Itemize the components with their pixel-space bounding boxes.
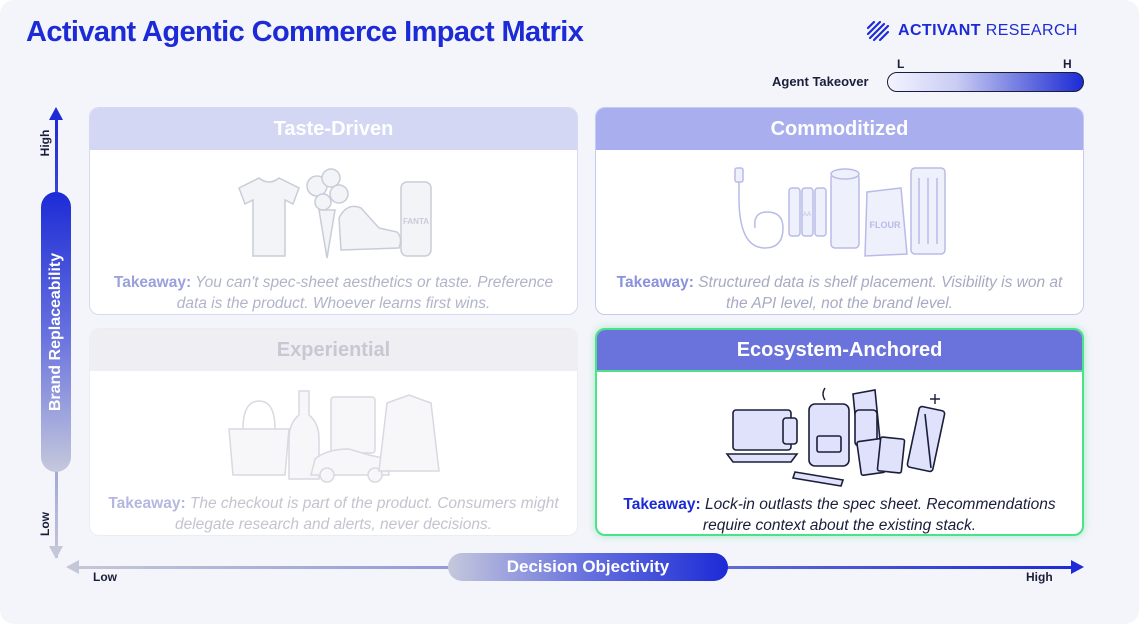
jacket-icon [377, 394, 440, 472]
experiential-illustration [90, 379, 577, 489]
x-axis-high-label: High [1026, 570, 1053, 584]
sparkle-icon [821, 387, 940, 404]
handbag-icon [227, 400, 290, 476]
laptop-icon [724, 409, 799, 463]
y-axis-arrow-down-icon [49, 546, 63, 559]
quadrant-title: Commoditized [596, 108, 1083, 150]
trading-cards-icon [855, 436, 905, 477]
quadrant-commoditized: Commoditized FLOUR AA [595, 107, 1084, 315]
taste-illustration: FANTA [90, 158, 577, 268]
soda-can-icon [399, 181, 432, 257]
brand-logo: ACTIVANT RESEARCH [866, 20, 1078, 42]
champagne-icon [287, 390, 320, 480]
commodity-products-icon: FLOUR AA [733, 167, 946, 257]
paper-towel-icon [829, 168, 860, 249]
flour-bag-icon [863, 187, 908, 257]
y-axis-low-label: Low [38, 512, 52, 536]
takeover-gradient-scale [887, 72, 1084, 92]
battery-label: AA [802, 212, 810, 218]
razor-icon [906, 405, 945, 473]
x-axis-arrow-left-icon [66, 560, 79, 574]
phone-icon [781, 417, 798, 445]
sneaker-icon [337, 205, 401, 251]
quadrant-experiential: Experiential Takeaway: The checkout is p… [89, 328, 578, 536]
coffee-machine-icon [807, 403, 850, 467]
flour-label: FLOUR [869, 220, 900, 230]
quadrant-takeaway: Takeaway: Lock-in outlasts the spec shee… [623, 496, 1056, 534]
y-axis-label-pill [41, 192, 71, 472]
quadrant-title: Experiential [90, 329, 577, 371]
x-axis-label: Decision Objectivity [448, 553, 728, 581]
cable-icon [737, 178, 784, 249]
quadrant-title: Taste-Driven [90, 108, 577, 150]
takeover-high-label: H [1063, 57, 1072, 71]
quadrant-ecosystem-anchored: Ecosystem-Anchored [595, 328, 1084, 536]
y-axis-label: Brand Replaceability [47, 252, 64, 412]
takeover-legend-label: Agent Takeover [772, 74, 869, 89]
taste-products-icon: FANTA [237, 168, 432, 259]
quadrant-title: Ecosystem-Anchored [597, 330, 1082, 372]
page-title: Activant Agentic Commerce Impact Matrix [26, 16, 584, 48]
can-label: FANTA [402, 217, 428, 226]
y-axis-arrow-up-icon [49, 107, 63, 120]
x-axis-low-label: Low [93, 570, 117, 584]
takeover-low-label: L [897, 57, 905, 71]
quadrant-taste-driven: Taste-Driven FANTA Takeaway: You can't s… [89, 107, 578, 315]
quadrant-takeaway: Takeaway: You can't spec-sheet aesthetic… [113, 274, 554, 312]
brochure-icon [329, 396, 376, 454]
y-axis-high-label: High [38, 129, 52, 157]
capsules-icon [791, 471, 844, 487]
batteries-icon [787, 187, 827, 237]
quadrant-takeaway: Takeaway: Structured data is shelf place… [616, 274, 1063, 312]
pens-icon [909, 167, 946, 255]
experiential-products-icon [227, 390, 440, 483]
ecosystem-products-icon [724, 387, 945, 487]
ecosystem-illustration [597, 380, 1082, 490]
brand-name: ACTIVANT RESEARCH [898, 22, 1078, 39]
commoditized-illustration: FLOUR AA [596, 158, 1083, 268]
bouquet-icon [305, 168, 349, 259]
activant-logo-icon [866, 20, 890, 42]
x-axis-arrow-right-icon [1071, 560, 1084, 574]
tshirt-icon [237, 177, 300, 257]
quadrant-takeaway: Takeaway: The checkout is part of the pr… [108, 495, 559, 533]
